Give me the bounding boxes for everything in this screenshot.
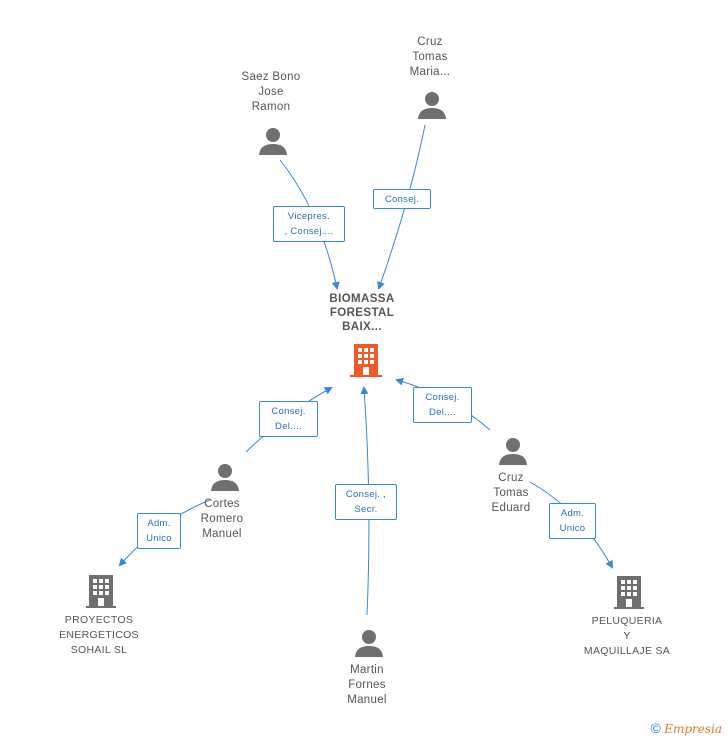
relation-label-martin[interactable]: Consej. , Secr. (335, 484, 397, 520)
person-name-cortes[interactable]: Cortes Romero Manuel (200, 498, 244, 540)
building-icon (86, 575, 116, 608)
person-name-cruz-maria[interactable]: Cruz Tomas Maria... (409, 36, 451, 78)
person-icon (499, 438, 527, 465)
company-name-proyectos[interactable]: PROYECTOS ENERGETICOS SOHAIL SL (59, 614, 139, 656)
building-icon (350, 344, 382, 377)
person-icon (259, 128, 287, 155)
building-icon (614, 576, 644, 609)
person-name-cruz-eduard[interactable]: Cruz Tomas Eduard (491, 472, 531, 514)
person-icon (211, 464, 239, 491)
relation-label-cruz-maria[interactable]: Consej. (373, 189, 431, 209)
relation-label-saez[interactable]: Vicepres. , Consej.... (273, 206, 345, 242)
person-icon (355, 630, 383, 657)
center-company-name[interactable]: BIOMASSA FORESTAL BAIX... (329, 293, 395, 333)
person-name-martin[interactable]: Martin Fornes Manuel (347, 664, 387, 706)
person-name-saez[interactable]: Saez Bono Jose Ramon (241, 71, 301, 113)
company-name-peluqueria[interactable]: PELUQUERIA Y MAQUILLAJE SA (583, 615, 671, 657)
relation-label-cortes[interactable]: Consej. Del.... (259, 401, 318, 437)
relation-label-eduard-peluqueria[interactable]: Adm. Unico (549, 503, 596, 539)
person-icon (418, 92, 446, 119)
copyright-icon: © (650, 720, 661, 736)
footer-brand: © Empresia (651, 720, 722, 736)
relation-label-cruz-eduard[interactable]: Consej. Del.... (413, 387, 472, 423)
relation-label-cortes-proyectos[interactable]: Adm. Unico (137, 513, 181, 549)
brand-logo[interactable]: Empresia (664, 722, 722, 736)
